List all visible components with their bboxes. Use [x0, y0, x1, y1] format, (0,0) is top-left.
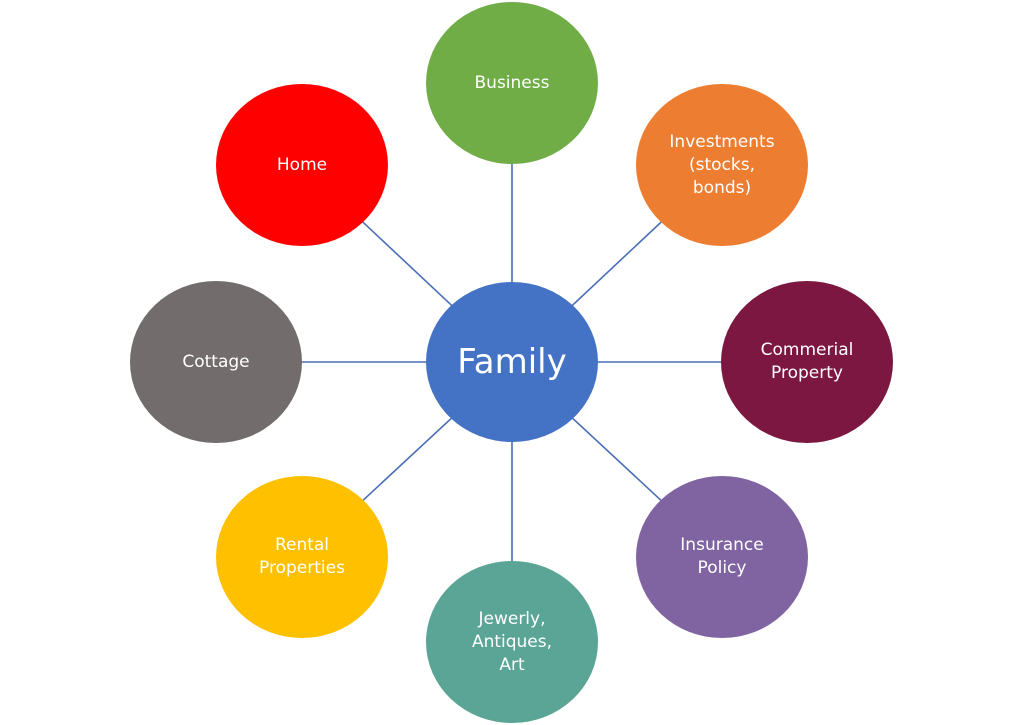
- node-family-center: Family: [426, 282, 598, 442]
- node-insurance-policy: Insurance Policy: [636, 476, 808, 638]
- node-home: Home: [216, 84, 388, 246]
- node-investments: Investments (stocks, bonds): [636, 84, 808, 246]
- node-jewelry-antiques-art: Jewerly, Antiques, Art: [426, 561, 598, 723]
- node-cottage: Cottage: [130, 281, 302, 443]
- node-business: Business: [426, 2, 598, 164]
- node-rental-properties: Rental Properties: [216, 476, 388, 638]
- node-commercial-property: Commerial Property: [721, 281, 893, 443]
